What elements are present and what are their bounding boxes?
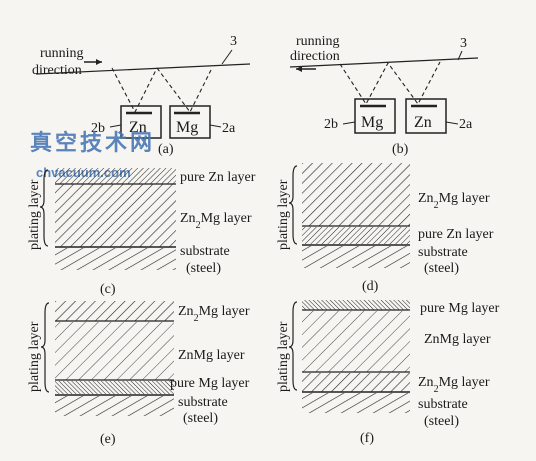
plating-layer-label-e: plating layer	[27, 321, 42, 392]
caption-e: (e)	[100, 432, 116, 447]
panel-e: Zn2Mg layer ZnMg layer pure Mg layer sub…	[27, 301, 250, 447]
substrate-f	[302, 393, 410, 413]
label-substrate-e: substrate	[178, 395, 228, 410]
substrate-c	[55, 248, 176, 270]
bath-zn-b	[405, 98, 447, 134]
layer-zn2mg-f	[302, 373, 410, 392]
brace-e	[40, 302, 50, 393]
layer-pure-mg-f	[302, 300, 410, 310]
layer-znmg-f	[302, 311, 410, 372]
leader-2b-a	[109, 124, 122, 128]
layer-zn2mg-e	[55, 301, 174, 321]
brace-f	[288, 301, 298, 391]
label-pure-zn-c: pure Zn layer	[180, 170, 256, 185]
roll-number-a: 3	[230, 34, 237, 49]
panel-f: pure Mg layer ZnMg layer Zn2Mg layer sub…	[276, 300, 500, 446]
label-zn2mg-c: Zn2Mg layer	[180, 211, 252, 231]
label-zn2mg-f: Zn2Mg layer	[418, 375, 490, 395]
plating-layer-label-c: plating layer	[27, 179, 42, 250]
label-steel-c: (steel)	[186, 261, 221, 276]
caption-b: (b)	[392, 142, 409, 157]
apparatus-b: running direction 3 Mg Zn 2b 2a (b)	[289, 34, 479, 157]
layer-znmg-e	[55, 322, 174, 380]
leader-3-b	[457, 50, 463, 61]
roll-number-b: 3	[460, 36, 467, 51]
label-steel-f: (steel)	[424, 414, 459, 429]
bath-zn-a	[120, 105, 162, 139]
caption-a: (a)	[158, 142, 174, 157]
label-zn2mg-d: Zn2Mg layer	[418, 191, 490, 211]
label-substrate-f: substrate	[418, 397, 468, 412]
caption-c: (c)	[100, 282, 116, 297]
watermark-chinese: 真空技术网	[30, 130, 155, 156]
leader-2a-a	[209, 124, 222, 128]
strip-b	[289, 57, 479, 68]
tag-2b-a: 2b	[91, 121, 105, 136]
leader-3-a	[221, 49, 233, 65]
panel-c: pure Zn layer Zn2Mg layer substrate (ste…	[27, 168, 256, 297]
tag-2a-a: 2a	[222, 121, 236, 136]
layer-pure-mg-e	[55, 381, 174, 394]
bath-mg-a	[169, 105, 211, 139]
label-steel-d: (steel)	[424, 261, 459, 276]
plating-layer-label-d: plating layer	[276, 179, 291, 250]
label-pure-mg-f: pure Mg layer	[420, 301, 500, 316]
label-pure-mg-e: pure Mg layer	[170, 376, 250, 391]
label-znmg-e: ZnMg layer	[178, 348, 245, 363]
bath-mg-b	[354, 98, 396, 134]
caption-d: (d)	[362, 279, 379, 294]
leader-2a-b	[445, 121, 459, 125]
label-znmg-f: ZnMg layer	[424, 332, 491, 347]
label-substrate-d: substrate	[418, 245, 468, 260]
tag-2a-b: 2a	[459, 117, 473, 132]
direction-arrowhead-b	[296, 66, 302, 72]
brace-d	[288, 165, 298, 245]
direction-arrowhead-a	[96, 59, 102, 65]
direction-label-b: direction	[290, 49, 340, 64]
brace-c	[39, 169, 49, 247]
layer-pure-zn-c	[55, 168, 176, 184]
strip-path-b	[339, 61, 441, 106]
substrate-e	[55, 396, 174, 416]
label-steel-e: (steel)	[183, 411, 218, 426]
direction-label-a: direction	[32, 63, 82, 78]
label-pure-zn-d: pure Zn layer	[418, 227, 494, 242]
bath-zn-label-b: Zn	[414, 114, 432, 131]
tag-2b-b: 2b	[324, 117, 338, 132]
bath-mg-label-a: Mg	[176, 119, 198, 136]
apparatus-a: running direction 3 Zn Mg 2b 2a (a)	[32, 34, 251, 157]
running-label-a: running	[40, 46, 84, 61]
layer-pure-zn-d	[302, 227, 410, 244]
label-zn2mg-e: Zn2Mg layer	[178, 304, 250, 324]
layer-zn2mg-c	[55, 184, 176, 247]
bath-mg-label-b: Mg	[361, 114, 383, 131]
leader-2b-b	[342, 121, 356, 125]
label-substrate-c: substrate	[180, 244, 230, 259]
bath-zn-label-a: Zn	[129, 119, 147, 136]
panel-d: Zn2Mg layer pure Zn layer substrate (ste…	[276, 163, 494, 294]
strip-a	[35, 63, 251, 75]
substrate-d	[302, 246, 410, 268]
plating-layer-label-f: plating layer	[276, 321, 291, 392]
caption-f: (f)	[360, 431, 374, 446]
layer-zn2mg-d	[302, 163, 410, 226]
running-label-b: running	[296, 34, 340, 49]
